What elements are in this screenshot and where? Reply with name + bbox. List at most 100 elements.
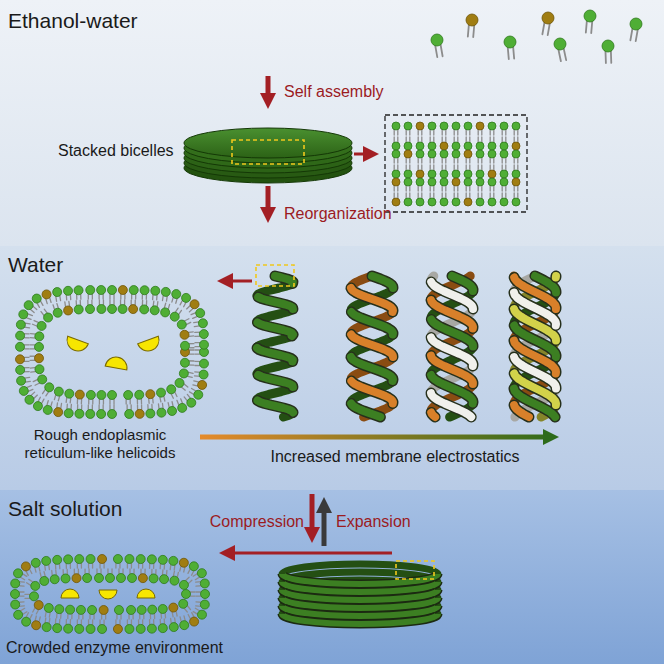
- helix-strand-front: [452, 276, 473, 291]
- lipid-head: [158, 555, 167, 564]
- lipid-molecule: [158, 555, 167, 569]
- helix-strand-front: [431, 338, 473, 367]
- lipid-head: [22, 617, 31, 626]
- lipid-head: [416, 170, 424, 178]
- lipid-head: [452, 198, 460, 206]
- lipid-head: [127, 605, 136, 614]
- lipid-molecule: [500, 178, 508, 191]
- lipid-head: [169, 556, 178, 565]
- lipid-molecule: [196, 579, 210, 588]
- lipid-head: [113, 624, 122, 633]
- lipid-molecule: [108, 286, 117, 300]
- lipid-molecule: [41, 309, 53, 322]
- lipid-molecule: [630, 18, 642, 41]
- lipid-head: [197, 610, 206, 619]
- annotation-label: Expansion: [336, 512, 411, 531]
- zoom-box: [396, 561, 434, 579]
- helix-strand-outline: [257, 348, 293, 362]
- lipid-molecule: [43, 383, 54, 396]
- coil-ring-front: [282, 574, 438, 584]
- lipid-molecule: [602, 40, 614, 63]
- lipid-molecule: [488, 150, 496, 163]
- helix-strand-outline: [372, 276, 393, 288]
- lipid-molecule: [170, 571, 179, 585]
- lipid-molecule: [33, 375, 46, 385]
- lipid-head: [488, 122, 496, 130]
- lipid-head: [129, 305, 138, 314]
- lipid-molecule: [140, 300, 149, 314]
- lipid-molecule: [161, 287, 170, 301]
- coil-ring-front: [282, 606, 438, 616]
- annotation-label: Rough endoplasmic reticulum-like helicoi…: [4, 426, 196, 462]
- lipid-head: [140, 305, 149, 314]
- helix-strand-front: [514, 341, 556, 374]
- lipid-molecule: [428, 137, 436, 150]
- lipid-molecule: [14, 608, 27, 619]
- lipid-molecule: [440, 122, 448, 135]
- lipid-head: [416, 178, 424, 186]
- lipid-head: [75, 624, 84, 633]
- lipid-head: [157, 408, 166, 417]
- lipid-head: [476, 122, 484, 130]
- lipid-molecule: [97, 300, 106, 314]
- lipid-head: [146, 409, 155, 418]
- lipid-molecule: [464, 150, 472, 163]
- lipid-molecule: [98, 620, 107, 634]
- lipid-molecule: [452, 178, 460, 191]
- lipid-molecule: [428, 193, 436, 206]
- lipid-molecule: [55, 605, 64, 619]
- lipid-head: [34, 601, 43, 610]
- lipid-head: [86, 409, 95, 418]
- lipid-head: [172, 290, 181, 299]
- lipid-head: [75, 409, 84, 418]
- helix-strand-front: [552, 276, 560, 278]
- helix-strand-outline: [431, 338, 473, 367]
- lipid-molecule: [75, 390, 84, 404]
- lipid-head: [512, 198, 520, 206]
- lipid-head: [55, 605, 64, 614]
- lipid-head: [37, 321, 46, 330]
- lipid-head: [476, 150, 484, 158]
- lipid-molecule: [428, 165, 436, 178]
- lipid-head: [199, 330, 208, 339]
- lipid-molecule: [416, 165, 424, 178]
- lipid-head: [199, 359, 208, 368]
- lipid-molecule: [512, 137, 520, 150]
- lipid-molecule: [114, 605, 123, 619]
- lipid-head: [97, 390, 106, 399]
- helix-strand-front: [258, 323, 294, 337]
- lipid-molecule: [147, 620, 156, 634]
- lipid-head: [416, 122, 424, 130]
- lipid-molecule: [151, 286, 160, 300]
- lipid-head: [180, 330, 189, 339]
- lipid-molecule: [11, 579, 25, 588]
- lipid-molecule: [83, 569, 92, 583]
- stage-heading: Ethanol-water: [8, 8, 138, 33]
- lipid-head: [42, 556, 51, 565]
- lipid-head: [45, 383, 54, 392]
- lipid-head: [170, 312, 179, 321]
- lipid-head: [440, 178, 448, 186]
- lipid-head: [136, 555, 145, 564]
- helix-strand-front: [258, 297, 293, 309]
- lipid-molecule: [118, 286, 127, 300]
- lipid-head: [440, 198, 448, 206]
- lipid-head: [179, 369, 188, 378]
- lipid-head: [512, 122, 520, 130]
- lipid-head: [19, 386, 28, 395]
- stacked-bicelles: [184, 128, 352, 183]
- lipid-head: [464, 198, 472, 206]
- lipid-molecule: [440, 150, 448, 163]
- lipid-molecule: [11, 600, 25, 609]
- lipid-head: [64, 555, 73, 564]
- lipid-head: [201, 590, 210, 599]
- lipid-molecule: [416, 193, 424, 206]
- lipid-molecule: [108, 391, 117, 405]
- lipid-head: [86, 286, 95, 295]
- lipid-molecule: [147, 555, 156, 569]
- lipid-head: [54, 408, 63, 417]
- lipid-molecule: [108, 405, 117, 419]
- lipid-head: [488, 178, 496, 186]
- lipid-molecule: [146, 404, 155, 418]
- lipid-head: [99, 605, 108, 614]
